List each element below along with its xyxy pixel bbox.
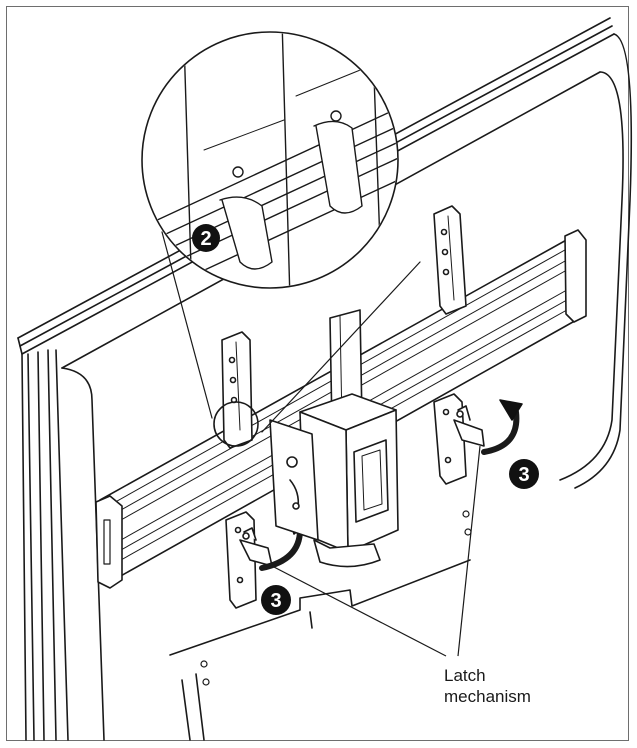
callout-badge-2: 2 — [192, 224, 220, 252]
svg-text:3: 3 — [270, 590, 281, 612]
arrow-head-right-icon — [499, 399, 523, 421]
zoom-source-circle — [213, 401, 259, 447]
panel-holes — [200, 510, 472, 686]
label-line-1: Latch — [444, 666, 486, 685]
svg-text:3: 3 — [518, 464, 529, 486]
rotation-arrow-right — [481, 409, 520, 455]
latch-mechanism-label: Latch mechanism — [444, 665, 531, 707]
rotation-arrow-left — [259, 527, 303, 571]
svg-text:2: 2 — [200, 228, 211, 250]
label-leader-lines — [271, 445, 481, 657]
mounting-box — [299, 393, 399, 568]
callout-badge-3-left: 3 — [261, 585, 291, 615]
callout-badge-3-right: 3 — [509, 459, 539, 489]
tilt-plate — [269, 419, 319, 541]
latch-left[interactable] — [239, 527, 273, 567]
right-upper-bracket — [433, 205, 467, 315]
left-upper-bracket — [221, 331, 253, 449]
label-line-2: mechanism — [444, 687, 531, 706]
latch-right[interactable] — [453, 405, 485, 447]
zoom-lines — [161, 231, 421, 433]
